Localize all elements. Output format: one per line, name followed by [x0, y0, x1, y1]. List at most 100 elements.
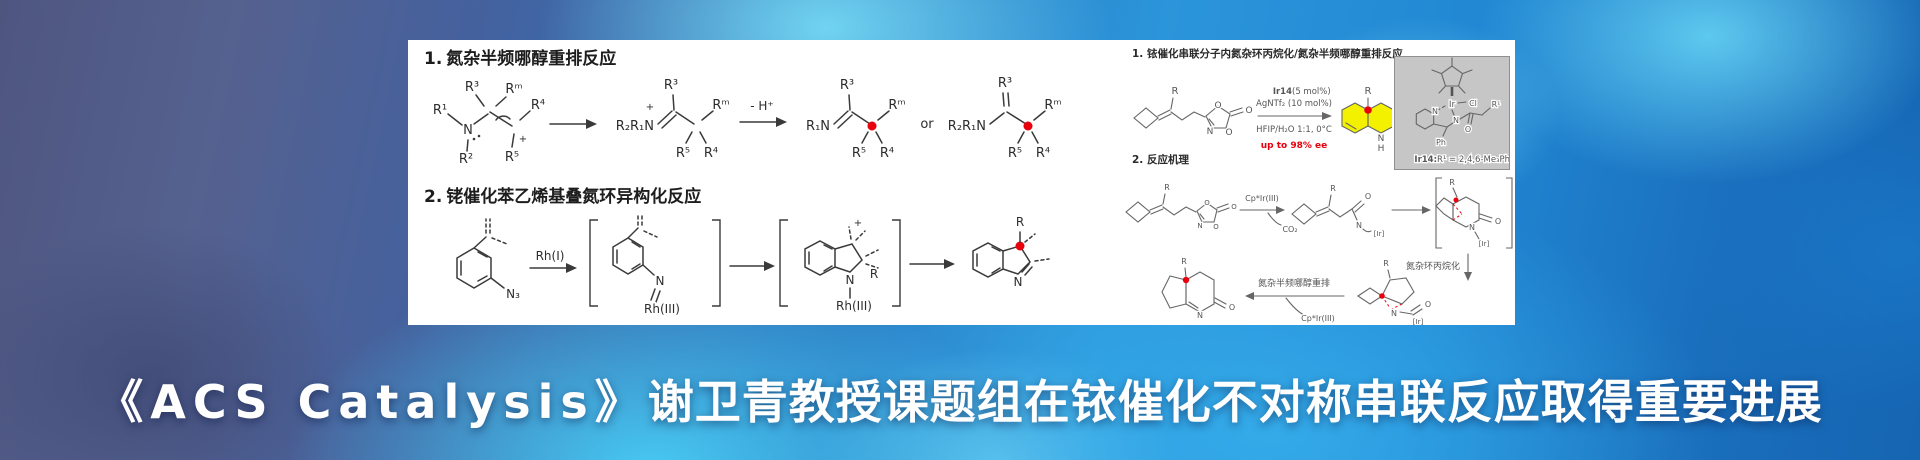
- svg-text:N: N: [1391, 309, 1397, 318]
- chelate-ligand: N N Ph O R¹: [1415, 99, 1502, 148]
- svg-text:Cp*Ir(III): Cp*Ir(III): [1301, 314, 1335, 323]
- svg-text:R: R: [1016, 215, 1024, 229]
- svg-text:N: N: [1014, 275, 1023, 289]
- svg-text:R³: R³: [998, 76, 1012, 91]
- svg-text:Rᵐ: Rᵐ: [505, 82, 522, 97]
- svg-text:Ir14: Ir14: [1273, 87, 1292, 97]
- svg-text:R³: R³: [664, 78, 678, 93]
- svg-text:O: O: [1365, 192, 1371, 201]
- structure-aminium: R¹ N R³ Rᵐ R⁴ R⁵ R² +: [431, 79, 546, 169]
- mech-nitrene: R O N [Ir]: [1291, 183, 1386, 239]
- svg-text:O: O: [1213, 223, 1219, 231]
- ir-center: Ir Cl: [1437, 98, 1478, 116]
- svg-text:N: N: [1432, 107, 1438, 116]
- catalyst-structure: Ir Cl N N Ph O: [1413, 57, 1509, 167]
- mech-spiro-aziridine: R N O [Ir]: [1357, 258, 1432, 325]
- svg-text:氮杂半频哪醇重排: 氮杂半频哪醇重排: [1258, 277, 1330, 289]
- svg-text:H: H: [1378, 144, 1385, 154]
- svg-text:Rᵐ: Rᵐ: [712, 98, 729, 113]
- or-label: or: [920, 117, 934, 132]
- svg-text:R¹: R¹: [1492, 100, 1501, 109]
- structure-styryl-azide: N₃: [456, 218, 522, 303]
- catalyst-caption: Ir14: R¹ = 2,4,6-Me₃Ph: [1413, 154, 1509, 167]
- product-indole: R N: [972, 214, 1050, 291]
- scheme-aza-semipinacol: R¹ N R³ Rᵐ R⁴ R⁵ R² + R₂R₁N: [431, 75, 1063, 169]
- scheme-rh-azide: N₃ Rh(I) N Rh(III): [456, 213, 1050, 318]
- svg-text:N₃: N₃: [506, 287, 520, 301]
- svg-text:O: O: [1225, 128, 1232, 138]
- svg-text:N: N: [846, 273, 855, 287]
- svg-text:[Ir]: [Ir]: [1479, 240, 1490, 248]
- deprotonation-arrow: - H⁺: [739, 98, 787, 127]
- svg-text:R₂R₁N: R₂R₁N: [616, 119, 654, 134]
- stereocenter-dot: [1015, 241, 1025, 251]
- svg-text:R₁N: R₁N: [806, 119, 830, 134]
- svg-text:R: R: [1383, 259, 1389, 268]
- svg-text:+: +: [854, 218, 862, 229]
- svg-text:R: R: [1365, 86, 1372, 97]
- structure-imine-product: R₁N R³ Rᵐ R⁵ R⁴: [805, 77, 908, 163]
- scheme-ir-tandem: R O N O O Ir14 (5 mol%) AgNTf₂ (10 mol%)…: [1133, 85, 1392, 155]
- svg-text:AgNTf₂ (10 mol%): AgNTf₂ (10 mol%): [1256, 99, 1332, 109]
- svg-text:R: R: [1449, 178, 1455, 187]
- svg-text:R³: R³: [840, 78, 854, 93]
- svg-text:N: N: [463, 123, 473, 138]
- svg-text:Cl: Cl: [1469, 99, 1477, 108]
- svg-text:N: N: [1356, 221, 1362, 230]
- rearrangement-step: 氮杂半频哪醇重排 Cp*Ir(III): [1245, 276, 1345, 324]
- mech-bracketed-ts: R N [Ir] O: [1435, 177, 1513, 249]
- svg-text:N: N: [656, 274, 665, 288]
- svg-text:R⁴: R⁴: [1036, 146, 1050, 161]
- svg-text:Rh(I): Rh(I): [536, 249, 565, 263]
- svg-text:R₂R₁N: R₂R₁N: [948, 119, 986, 134]
- svg-text:R: R: [1164, 183, 1170, 192]
- yellow-highlight: [1342, 103, 1392, 133]
- svg-text:O: O: [1465, 125, 1471, 134]
- svg-text:R⁴: R⁴: [880, 146, 894, 161]
- svg-text:R: R: [870, 267, 878, 281]
- svg-text:O: O: [1231, 203, 1237, 211]
- stereocenter-dot: [867, 121, 877, 131]
- svg-text:N: N: [1453, 116, 1459, 125]
- mech-substrate: R O N O O: [1125, 182, 1238, 232]
- right-section1-title: 1. 铱催化串联分子内氮杂环丙烷化/氮杂半频哪醇重排反应: [1132, 48, 1403, 60]
- stereocenter-dot: [1453, 197, 1459, 203]
- structure-enamine-product: R₂R₁N R³ Rᵐ R⁵ R⁴: [946, 75, 1063, 163]
- arrow: [729, 261, 775, 271]
- svg-text:R: R: [1181, 257, 1187, 266]
- stereocenter-dot: [1364, 106, 1372, 114]
- svg-text:O: O: [1214, 101, 1221, 111]
- svg-text:R⁵: R⁵: [676, 146, 690, 161]
- scheme-mechanism: R O N O O Cp*Ir(III) CO₂: [1125, 177, 1513, 325]
- svg-text:+: +: [646, 102, 654, 113]
- svg-text:Ir: Ir: [1449, 100, 1456, 110]
- svg-text:R: R: [1330, 184, 1336, 193]
- svg-text:Rᵐ: Rᵐ: [1044, 98, 1061, 113]
- svg-text:O: O: [1245, 106, 1252, 116]
- svg-text:R¹ = 2,4,6-Me₃Ph: R¹ = 2,4,6-Me₃Ph: [1437, 155, 1509, 165]
- product-bicyclic-lactam: R N H O: [1341, 85, 1392, 155]
- svg-text:HFIP/H₂O 1:1, 0°C: HFIP/H₂O 1:1, 0°C: [1256, 125, 1332, 135]
- svg-text:Rh(III): Rh(III): [644, 302, 680, 316]
- structure-iminium: R₂R₁N + R³ Rᵐ R⁵ R⁴: [614, 77, 731, 163]
- svg-text:[Ir]: [Ir]: [1413, 318, 1424, 325]
- conditions-arrow: Ir14 (5 mol%) AgNTf₂ (10 mol%) HFIP/H₂O …: [1255, 86, 1333, 151]
- svg-text:O: O: [1204, 199, 1210, 207]
- arrow: [909, 259, 955, 269]
- left-section2-title: 2.铑催化苯乙烯基叠氮环异构化反应: [424, 187, 702, 207]
- stereocenter-dot: [1023, 121, 1033, 131]
- svg-text:R³: R³: [465, 80, 479, 95]
- ee-value: up to 98% ee: [1261, 141, 1328, 151]
- svg-text:[Ir]: [Ir]: [1374, 230, 1385, 238]
- svg-text:- H⁺: - H⁺: [750, 99, 774, 113]
- intermediate-nitrene: N Rh(III): [589, 213, 721, 318]
- svg-text:O: O: [1229, 303, 1235, 312]
- svg-text:R⁴: R⁴: [704, 146, 718, 161]
- svg-text:R⁴: R⁴: [531, 98, 545, 113]
- stereocenter-dot: [1379, 293, 1385, 299]
- svg-text:R²: R²: [459, 152, 473, 167]
- svg-text:N: N: [1378, 134, 1385, 144]
- svg-text:CO₂: CO₂: [1282, 225, 1297, 234]
- svg-text:+: +: [519, 134, 527, 145]
